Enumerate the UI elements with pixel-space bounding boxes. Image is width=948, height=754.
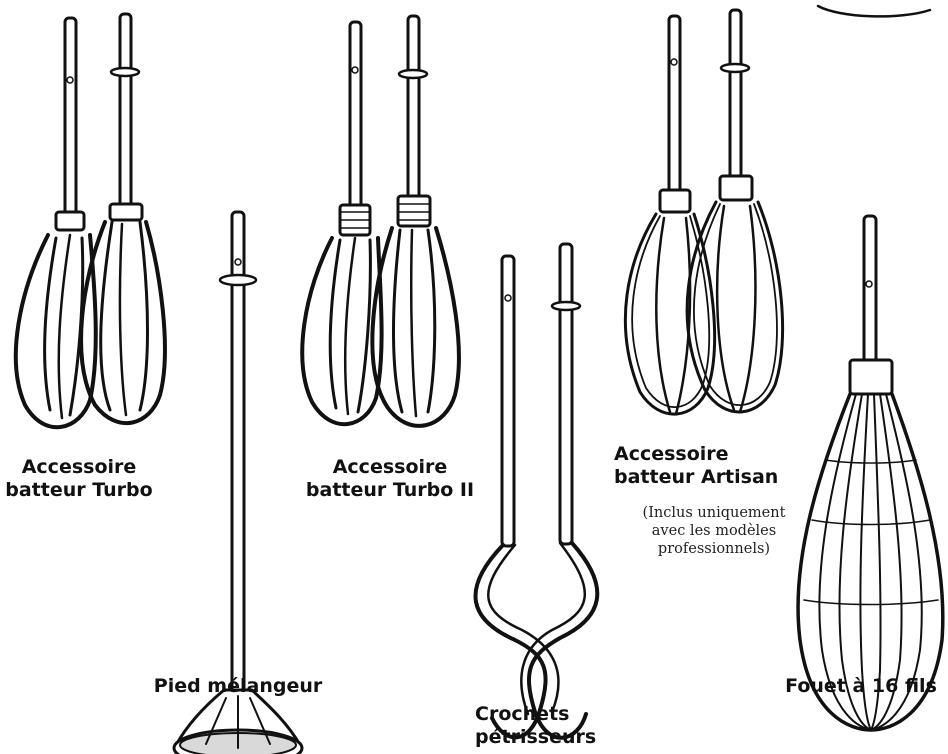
artisan-note: (Inclus uniquement avec les modèles prof…	[634, 504, 794, 558]
label-dough-hooks: Crochets pétrisseurs	[475, 703, 597, 749]
note-line: professionnels)	[657, 541, 771, 557]
label-line: Pied mélangeur	[153, 675, 323, 697]
label-artisan-beater: Accessoire batteur Artisan	[614, 443, 804, 489]
whisk-illustration	[796, 214, 945, 732]
dough-hooks-illustration	[473, 242, 600, 740]
label-line: Accessoire	[614, 443, 729, 465]
label-line: Accessoire	[21, 456, 137, 478]
label-line: batteur Artisan	[614, 466, 779, 488]
label-turbo-ii-beater: Accessoire batteur Turbo II	[300, 456, 480, 502]
turbo-ii-beaters-illustration	[300, 14, 461, 428]
label-line: pétrisseurs	[475, 726, 597, 748]
note-line: avec les modèles	[651, 523, 777, 539]
artisan-beaters-illustration	[623, 8, 785, 416]
label-blending-foot: Pied mélangeur	[148, 675, 328, 698]
label-line: batteur Turbo II	[305, 479, 475, 501]
note-line: (Inclus uniquement	[642, 505, 786, 521]
label-line: batteur Turbo	[5, 479, 153, 501]
label-whisk: Fouet à 16 fils	[776, 675, 946, 698]
corner-fragment	[816, 4, 932, 18]
label-line: Fouet à 16 fils	[785, 675, 937, 697]
label-line: Accessoire	[332, 456, 448, 478]
label-turbo-beater: Accessoire batteur Turbo	[4, 456, 154, 502]
blending-foot-illustration	[172, 210, 304, 754]
label-line: Crochets	[475, 703, 570, 725]
turbo-beaters-illustration	[13, 12, 167, 430]
